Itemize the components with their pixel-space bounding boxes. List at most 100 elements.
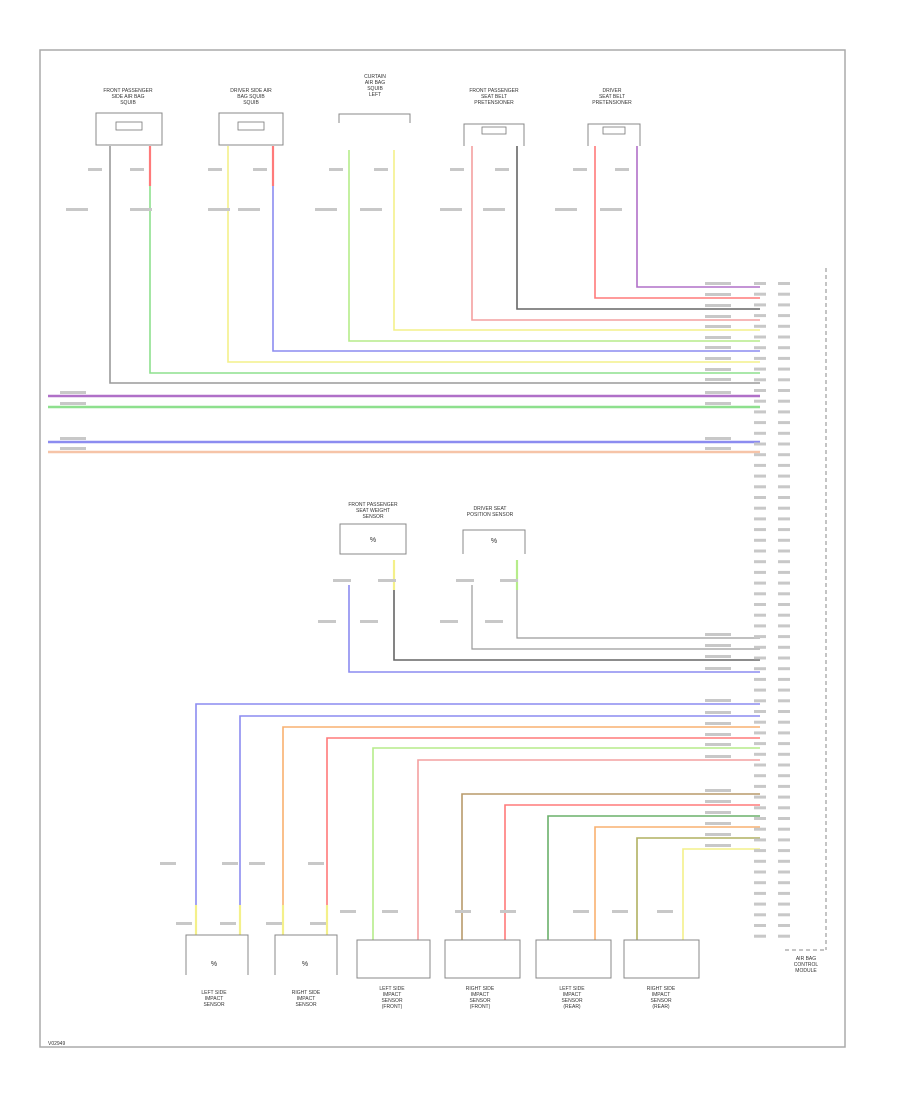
- wire-code-mark: [705, 822, 731, 825]
- wire-code-mark: [705, 315, 731, 318]
- component-wire: [417, 759, 760, 945]
- module-pin-label: [778, 356, 790, 360]
- wire-code-mark: [378, 579, 396, 582]
- wire-code-mark: [222, 862, 238, 865]
- wire-code-mark: [456, 579, 474, 582]
- component-bracket: [463, 123, 525, 146]
- wire-code-mark: [333, 579, 351, 582]
- module-pin-label: [754, 389, 766, 392]
- module-pin-label: [754, 506, 766, 510]
- module-pin-label: [754, 474, 766, 478]
- module-pin-label: [778, 613, 790, 617]
- module-pin-label: [778, 549, 790, 553]
- component-wire: [109, 146, 760, 384]
- module-pin-label: [754, 720, 766, 724]
- wire-code-mark: [440, 208, 462, 211]
- component-wire: [516, 146, 760, 310]
- wire-code-mark: [495, 168, 509, 171]
- module-pin-label: [754, 335, 766, 339]
- component-wire: [636, 837, 760, 945]
- component-wire: [149, 146, 760, 374]
- module-pin-label: [754, 838, 766, 842]
- module-pin-label: [754, 528, 766, 532]
- module-pin-label: [778, 667, 790, 671]
- component-wire: [471, 146, 760, 321]
- module-pin-label: [754, 314, 766, 318]
- module-pin-label: [778, 560, 790, 564]
- module-pin-label: [778, 517, 790, 521]
- module-pin-label: [754, 774, 766, 778]
- wire-code-mark: [60, 402, 86, 405]
- module-pin-label: [778, 635, 790, 639]
- module-pin-label: [754, 496, 766, 499]
- module-pin-label: [778, 570, 790, 574]
- module-pin-label: [754, 731, 766, 735]
- wire-code-mark: [705, 699, 731, 702]
- wire-code-mark: [500, 910, 516, 913]
- wire-code-mark: [705, 800, 731, 803]
- wire-code-mark: [208, 208, 230, 211]
- module-pin-label: [754, 410, 766, 414]
- component-box: [95, 112, 163, 146]
- wire-code-mark: [705, 711, 731, 714]
- module-pin-label: [778, 314, 790, 318]
- module-pin-label: [754, 699, 766, 703]
- module-pin-label: [778, 656, 790, 660]
- module-pin-label: [778, 474, 790, 478]
- connector-icon: [481, 126, 507, 135]
- wire-code-mark: [573, 168, 587, 171]
- wire-code-mark: [238, 208, 260, 211]
- module-pin-label: [754, 763, 766, 767]
- component-wire: [471, 585, 760, 650]
- module-pin-label: [778, 324, 790, 328]
- component-wire: [682, 848, 760, 945]
- module-pin-label: [754, 624, 766, 628]
- module-pin-label: [754, 913, 766, 917]
- module-pin-label: [778, 710, 790, 713]
- wire-code-mark: [208, 168, 222, 171]
- wire-code-mark: [705, 325, 731, 328]
- wire-code-mark: [485, 620, 503, 623]
- module-pin-label: [778, 292, 790, 296]
- connector-icon: [237, 121, 265, 131]
- module-pin-label: [778, 902, 790, 906]
- module-pin-label: [754, 891, 766, 895]
- module-pin-label: [754, 849, 766, 853]
- component-bracket: [338, 113, 411, 123]
- wire-code-mark: [176, 922, 192, 925]
- wire-code-mark: [308, 862, 324, 865]
- wire-code-mark: [249, 862, 265, 865]
- module-pin-label: [754, 581, 766, 585]
- wire-code-mark: [600, 208, 622, 211]
- module-pin-label: [754, 378, 766, 382]
- component-bracket: [462, 529, 526, 554]
- wire-code-mark: [705, 722, 731, 725]
- module-pin-label: [778, 496, 790, 499]
- wire-code-mark: [657, 910, 673, 913]
- wire-code-mark: [705, 304, 731, 307]
- module-pin-label: [754, 667, 766, 671]
- wire-code-mark: [705, 733, 731, 736]
- wire-code-mark: [60, 447, 86, 450]
- wire-code-mark: [705, 357, 731, 360]
- component-wire: [547, 815, 760, 945]
- module-pin-label: [778, 924, 790, 927]
- component-box: [623, 939, 700, 979]
- module-pin-label: [778, 677, 790, 681]
- wire-code-mark: [266, 922, 282, 925]
- module-pin-label: [754, 421, 766, 425]
- module-pin-label: [754, 710, 766, 713]
- module-pin-label: [754, 367, 766, 371]
- wire-code-mark: [705, 789, 731, 792]
- module-pin-label: [754, 806, 766, 810]
- component-box: [218, 112, 284, 146]
- module-pin-label: [754, 346, 766, 350]
- module-pin-label: [754, 752, 766, 756]
